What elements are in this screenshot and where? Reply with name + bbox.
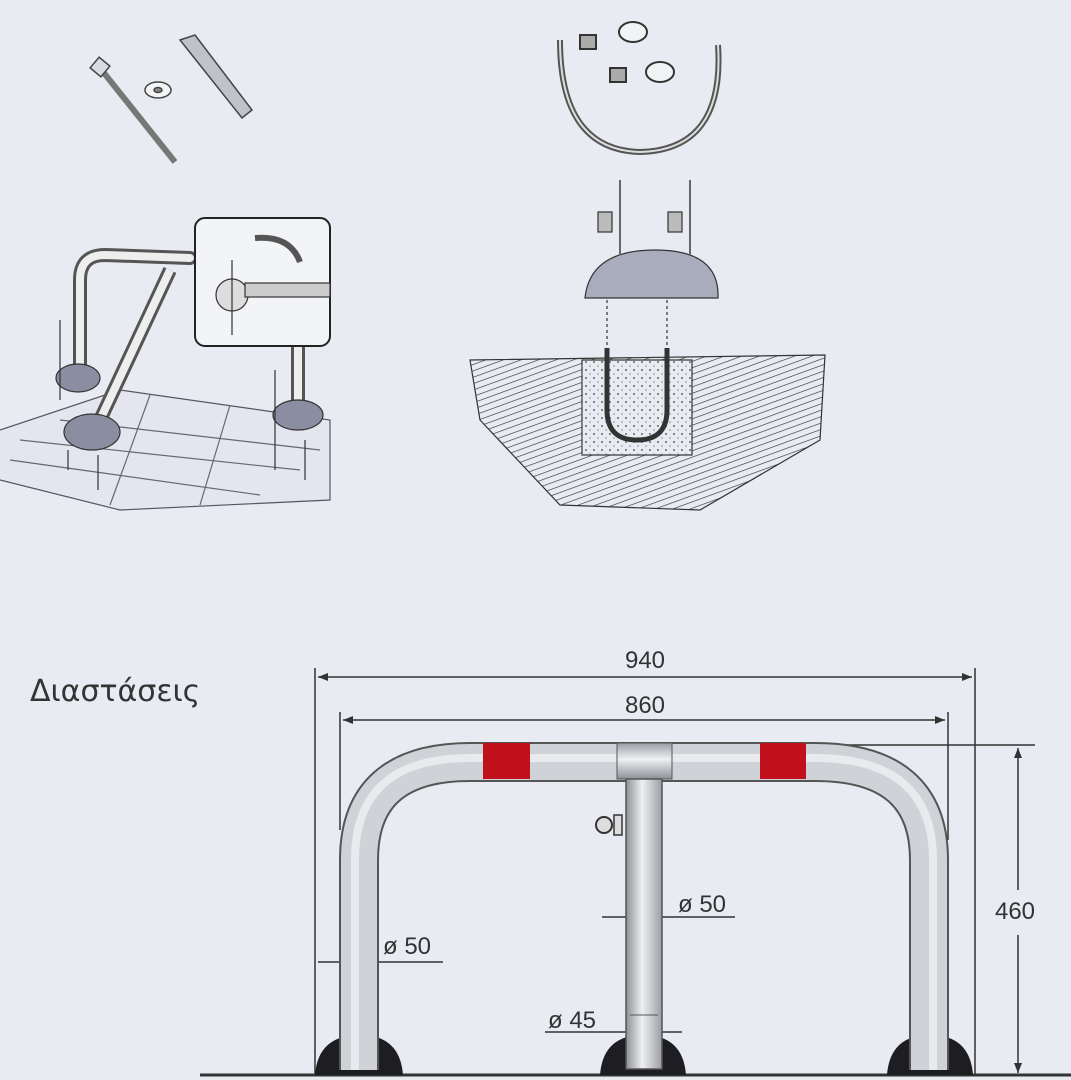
lock-icon: [595, 816, 613, 834]
screw-kit-icon: [89, 34, 254, 164]
dim-inner-width: 860: [625, 692, 665, 719]
reflective-band-right: [760, 743, 806, 779]
dim-height: 460: [995, 898, 1035, 925]
section-title: Διαστάσεις: [30, 674, 201, 709]
reflective-band-left: [483, 743, 530, 779]
dim-post-diameter: ø 50: [678, 891, 726, 918]
anchor-kit-icon: [557, 21, 722, 156]
dim-overall-width: 940: [625, 647, 665, 674]
dimension-arrows: [318, 673, 1022, 1073]
concrete-foundation-sketch: [469, 180, 826, 511]
parking-barrier-hoop: [339, 742, 949, 1070]
dim-leg-diameter: ø 50: [383, 933, 431, 960]
dim-post-base-diameter: ø 45: [548, 1007, 596, 1034]
surface-mount-sketch: [0, 217, 331, 511]
center-post: [595, 778, 663, 1070]
